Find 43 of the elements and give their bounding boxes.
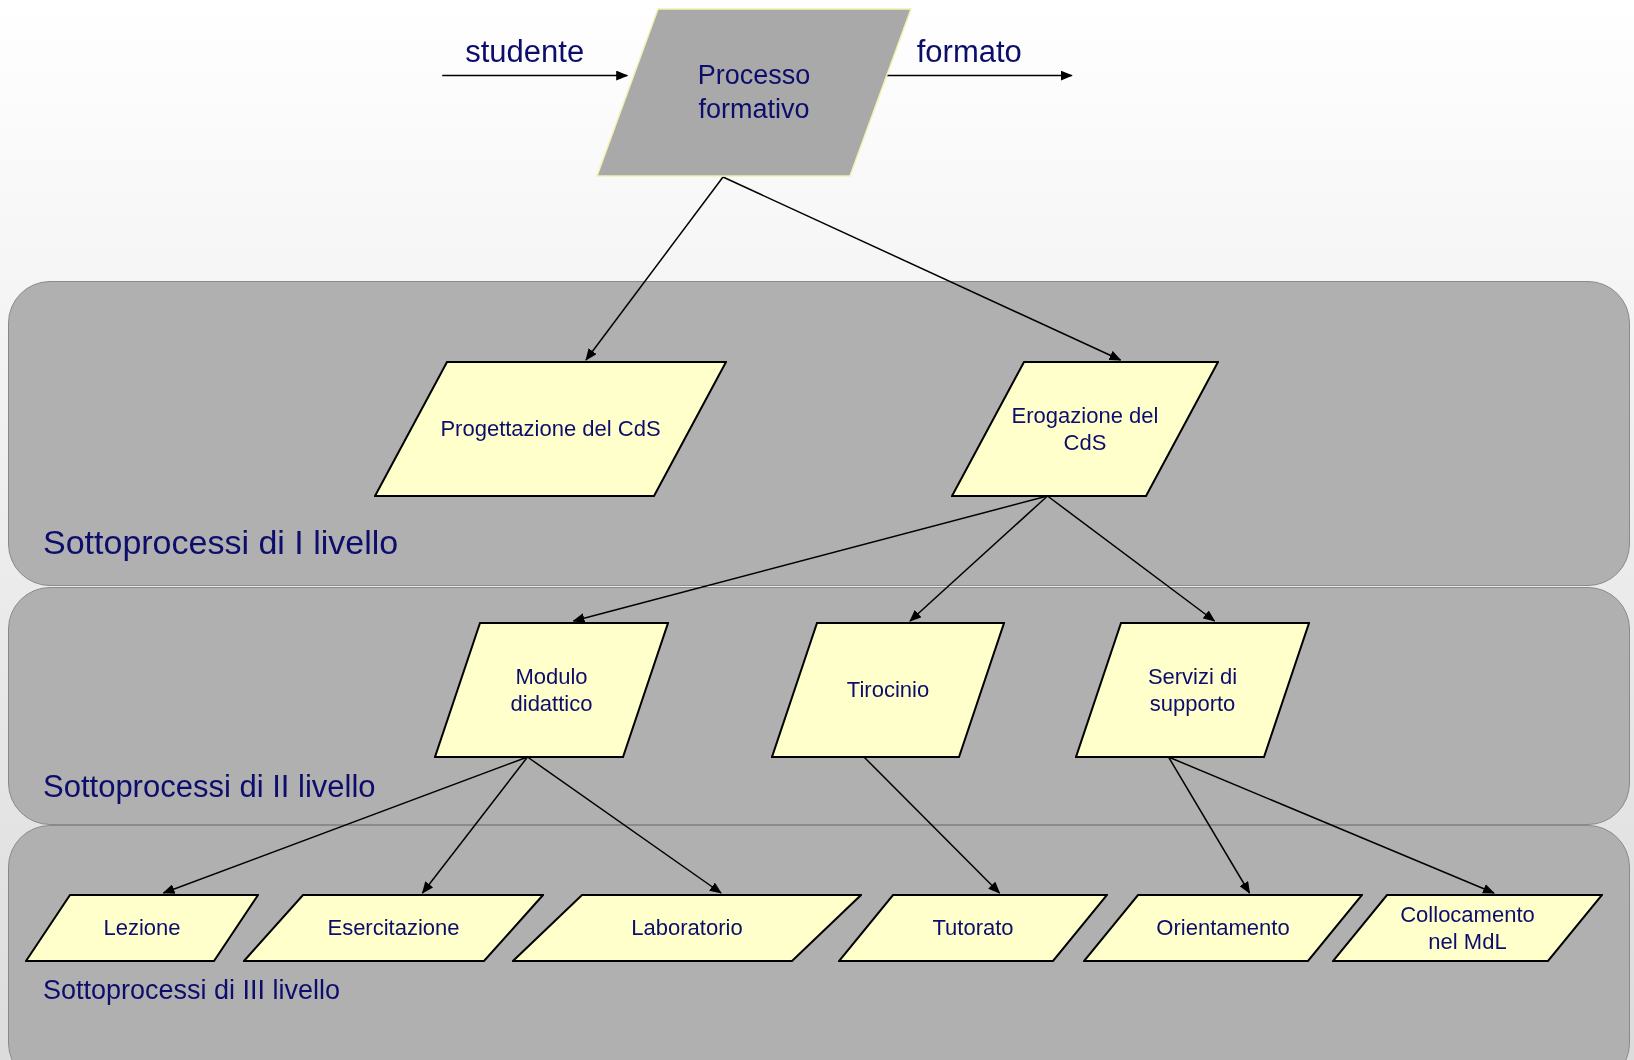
node-label: Collocamento nel MdL (1399, 900, 1536, 956)
process-parallelogram (951, 361, 1219, 497)
band-title: Sottoprocessi di III livello (43, 977, 341, 1004)
process-parallelogram (771, 622, 1005, 758)
node-label: Erogazione del CdS (1010, 401, 1160, 457)
process-parallelogram (1075, 622, 1310, 758)
level-band (8, 825, 1630, 1060)
process-parallelogram (243, 894, 544, 962)
arrow (909, 495, 1049, 622)
process-parallelogram (434, 622, 669, 758)
band-title: Sottoprocessi di I livello (43, 525, 399, 559)
arrow (1046, 495, 1216, 622)
arrow (1167, 756, 1495, 894)
edge-label: formato (916, 35, 1022, 67)
edge-label: studente (465, 35, 585, 67)
arrow (863, 756, 1001, 894)
level-band (8, 587, 1630, 825)
band-title: Sottoprocessi di II livello (43, 771, 376, 802)
arrow (722, 176, 1122, 361)
process-parallelogram (1332, 894, 1603, 962)
arrow (1167, 756, 1251, 894)
arrow (886, 70, 1073, 81)
arrow (585, 176, 724, 361)
arrow (441, 70, 629, 81)
node-label: Laboratorio (630, 914, 744, 942)
node-label: Esercitazione (326, 914, 461, 942)
arrow (526, 756, 722, 894)
process-parallelogram (374, 361, 727, 497)
node-label: Servizi di supporto (1146, 662, 1239, 718)
arrow (421, 756, 529, 894)
node-label: Progettazione del CdS (439, 415, 662, 443)
node-label: Tutorato (931, 914, 1015, 942)
process-parallelogram (512, 894, 862, 962)
process-parallelogram (838, 894, 1108, 962)
process-parallelogram (596, 8, 912, 177)
node-label: Processo formativo (696, 58, 812, 126)
node-label: Orientamento (1155, 914, 1291, 942)
node-label: Tirocinio (845, 676, 931, 704)
process-parallelogram (25, 894, 259, 962)
node-label: Modulo didattico (509, 662, 594, 718)
process-parallelogram (1083, 894, 1363, 962)
level-band (8, 281, 1630, 586)
node-label: Lezione (102, 914, 182, 942)
